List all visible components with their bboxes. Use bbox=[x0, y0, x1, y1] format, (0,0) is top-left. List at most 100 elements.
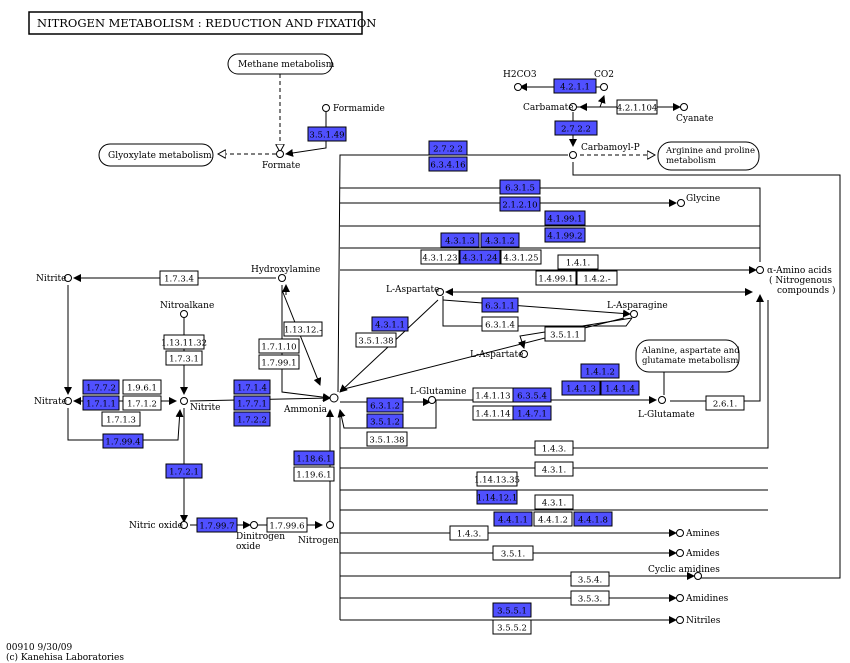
enzyme-e-6-3-4-16[interactable]: 6.3.4.16 bbox=[428, 156, 468, 172]
enzyme-box[interactable] bbox=[553, 78, 597, 94]
enzyme-e-1-7-3-4[interactable]: 1.7.3.4 bbox=[159, 270, 199, 286]
enzyme-e-1-13-11-32[interactable]: 1.13.11.32 bbox=[161, 334, 207, 350]
node-amidines[interactable] bbox=[676, 594, 684, 602]
enzyme-e-4-3-1-3[interactable]: 4.3.1.3 bbox=[440, 232, 480, 248]
enzyme-e-1-4-1-14[interactable]: 1.4.1.14 bbox=[472, 405, 514, 421]
enzyme-box[interactable] bbox=[476, 489, 518, 505]
enzyme-e-1-7-7-1[interactable]: 1.7.7.1 bbox=[233, 395, 271, 411]
enzyme-boxes[interactable]: 3.5.1.494.2.1.14.2.1.1042.7.2.22.7.2.26.… bbox=[82, 78, 745, 635]
enzyme-e-4-3-1-1[interactable]: 4.3.1.1 bbox=[371, 316, 409, 332]
enzyme-e-1-4-3-a[interactable]: 1.4.3. bbox=[534, 440, 574, 456]
enzyme-box[interactable] bbox=[449, 525, 489, 541]
enzyme-box[interactable] bbox=[82, 395, 120, 411]
map-methane-metabolism[interactable] bbox=[227, 53, 333, 75]
enzyme-e-3-5-5-1[interactable]: 3.5.5.1 bbox=[492, 602, 532, 618]
enzyme-e-3-5-1-38-b[interactable]: 3.5.1.38 bbox=[366, 431, 408, 447]
enzyme-e-4-3-1-25[interactable]: 4.3.1.25 bbox=[500, 249, 542, 265]
enzyme-box[interactable] bbox=[233, 411, 271, 427]
enzyme-e-4-4-1-8[interactable]: 4.4.1.8 bbox=[573, 511, 613, 527]
enzyme-box[interactable] bbox=[428, 140, 468, 156]
enzyme-e-4-3-1-b[interactable]: 4.3.1. bbox=[534, 494, 574, 510]
node-amides[interactable] bbox=[676, 549, 684, 557]
enzyme-e-1-7-99-7[interactable]: 1.7.99.7 bbox=[196, 517, 238, 533]
enzyme-e-6-3-1-4[interactable]: 6.3.1.4 bbox=[481, 316, 519, 332]
enzyme-box[interactable] bbox=[534, 461, 574, 477]
enzyme-e-4-3-1-2[interactable]: 4.3.1.2 bbox=[480, 232, 520, 248]
enzyme-box[interactable] bbox=[293, 466, 335, 482]
enzyme-e-1-4-1[interactable]: 1.4.1. bbox=[557, 254, 599, 270]
enzyme-e-1-13-12[interactable]: 1.13.12.- bbox=[283, 321, 323, 337]
node-hydroxylamine[interactable] bbox=[278, 274, 286, 282]
enzyme-box[interactable] bbox=[499, 196, 541, 212]
enzyme-e-1-4-1-2[interactable]: 1.4.1.2 bbox=[580, 363, 620, 379]
enzyme-e-1-14-12-1[interactable]: 1.14.12.1 bbox=[476, 489, 518, 505]
node-formamide[interactable] bbox=[322, 104, 330, 112]
enzyme-box[interactable] bbox=[101, 411, 141, 427]
enzyme-e-4-2-1-104[interactable]: 4.2.1.104 bbox=[616, 99, 658, 115]
enzyme-e-1-7-7-2[interactable]: 1.7.7.2 bbox=[82, 379, 120, 395]
node-co2[interactable] bbox=[600, 83, 608, 91]
enzyme-e-1-7-1-4[interactable]: 1.7.1.4 bbox=[233, 379, 271, 395]
enzyme-box[interactable] bbox=[459, 249, 501, 265]
enzyme-e-1-4-3-b[interactable]: 1.4.3. bbox=[449, 525, 489, 541]
enzyme-box[interactable] bbox=[122, 395, 162, 411]
enzyme-e-1-7-99-6[interactable]: 1.7.99.6 bbox=[266, 517, 308, 533]
node-nitroalkane[interactable] bbox=[180, 310, 188, 318]
enzyme-e-1-4-1-13[interactable]: 1.4.1.13 bbox=[472, 387, 514, 403]
enzyme-box[interactable] bbox=[570, 590, 610, 606]
enzyme-box[interactable] bbox=[366, 413, 404, 429]
node-nitrogen[interactable] bbox=[326, 521, 334, 529]
node-amines[interactable] bbox=[676, 529, 684, 537]
enzyme-e-2-7-2-2-top[interactable]: 2.7.2.2 bbox=[554, 120, 598, 136]
enzyme-e-3-5-5-2[interactable]: 3.5.5.2 bbox=[492, 619, 532, 635]
map-alanine-aspartate-glutamate[interactable] bbox=[635, 339, 740, 373]
node-cyclic-amidines[interactable] bbox=[694, 572, 702, 580]
enzyme-box[interactable] bbox=[102, 433, 144, 449]
enzyme-e-1-7-1-1[interactable]: 1.7.1.1 bbox=[82, 395, 120, 411]
enzyme-e-1-7-1-3[interactable]: 1.7.1.3 bbox=[101, 411, 141, 427]
enzyme-box[interactable] bbox=[440, 232, 480, 248]
enzyme-box[interactable] bbox=[580, 363, 620, 379]
node-l-glutamine[interactable] bbox=[428, 396, 436, 404]
enzyme-e-3-5-3[interactable]: 3.5.3. bbox=[570, 590, 610, 606]
enzyme-box[interactable] bbox=[570, 571, 610, 587]
enzyme-e-1-4-1-4[interactable]: 1.4.1.4 bbox=[600, 380, 640, 396]
node-l-aspartate-2[interactable] bbox=[520, 350, 528, 358]
node-formate[interactable] bbox=[276, 150, 284, 158]
enzyme-box[interactable] bbox=[233, 395, 271, 411]
enzyme-e-1-7-3-1[interactable]: 1.7.3.1 bbox=[165, 350, 203, 366]
enzyme-box[interactable] bbox=[492, 619, 532, 635]
map-links[interactable] bbox=[98, 53, 760, 373]
enzyme-box[interactable] bbox=[293, 450, 335, 466]
node-carbamate[interactable] bbox=[569, 103, 577, 111]
enzyme-e-4-3-1-24[interactable]: 4.3.1.24 bbox=[459, 249, 501, 265]
node-l-asparagine[interactable] bbox=[630, 310, 638, 318]
enzyme-e-6-3-5-4[interactable]: 6.3.5.4 bbox=[512, 387, 552, 403]
enzyme-box[interactable] bbox=[534, 494, 574, 510]
enzyme-e-4-1-99-2[interactable]: 4.1.99.2 bbox=[544, 227, 586, 243]
node-l-aspartate-1[interactable] bbox=[436, 288, 444, 296]
enzyme-box[interactable] bbox=[258, 354, 300, 370]
node-dinitrogen-oxide[interactable] bbox=[250, 521, 258, 529]
enzyme-box[interactable] bbox=[480, 232, 520, 248]
enzyme-e-1-7-2-1[interactable]: 1.7.2.1 bbox=[165, 463, 203, 479]
enzyme-box[interactable] bbox=[544, 227, 586, 243]
map-glyoxylate-metabolism[interactable] bbox=[98, 143, 214, 167]
enzyme-e-4-4-1-1[interactable]: 4.4.1.1 bbox=[493, 511, 533, 527]
enzyme-e-1-14-13-35[interactable]: 1.14.13.35 bbox=[474, 471, 520, 487]
enzyme-box[interactable] bbox=[196, 517, 238, 533]
enzyme-box[interactable] bbox=[492, 602, 532, 618]
enzyme-box[interactable] bbox=[512, 405, 552, 421]
enzyme-e-6-3-1-5[interactable]: 6.3.1.5 bbox=[499, 179, 541, 195]
enzyme-box[interactable] bbox=[420, 249, 460, 265]
enzyme-box[interactable] bbox=[258, 338, 300, 354]
node-nitric-oxide[interactable] bbox=[180, 521, 188, 529]
enzyme-box[interactable] bbox=[82, 379, 120, 395]
enzyme-e-3-5-1-49[interactable]: 3.5.1.49 bbox=[307, 126, 347, 142]
enzyme-box[interactable] bbox=[371, 316, 409, 332]
enzyme-box[interactable] bbox=[534, 440, 574, 456]
node-glycine[interactable] bbox=[677, 199, 685, 207]
enzyme-box[interactable] bbox=[476, 471, 518, 487]
enzyme-box[interactable] bbox=[561, 380, 601, 396]
enzyme-e-1-7-1-10[interactable]: 1.7.1.10 bbox=[258, 338, 300, 354]
